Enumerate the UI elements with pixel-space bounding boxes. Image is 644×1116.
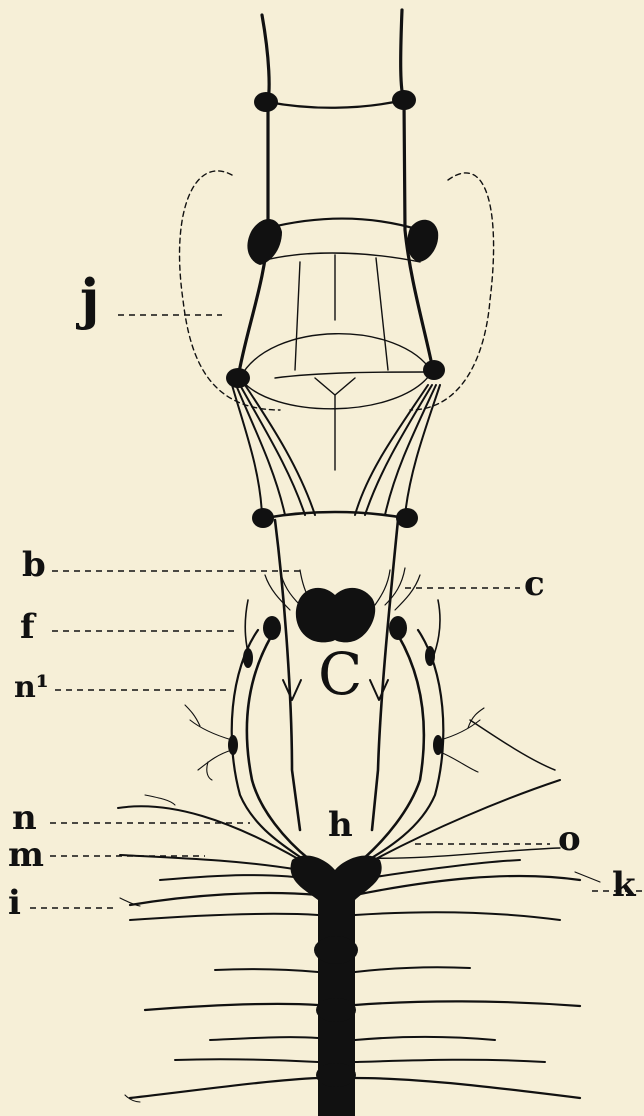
top-commissure bbox=[268, 100, 404, 108]
inner-ellipse bbox=[240, 334, 432, 409]
label-h: h bbox=[328, 808, 353, 842]
label-o: o bbox=[558, 822, 581, 856]
label-b: b bbox=[22, 548, 46, 582]
lower-right-ganglion bbox=[396, 508, 418, 528]
label-m: m bbox=[8, 838, 44, 872]
label-c: c bbox=[524, 567, 545, 601]
second-commissure bbox=[268, 218, 420, 230]
inner-plate-top bbox=[258, 253, 420, 262]
top-right-ganglion bbox=[392, 90, 416, 110]
right-ganglion-cluster bbox=[407, 220, 438, 262]
brain-mass-c bbox=[296, 588, 375, 643]
left-lateral-ganglion bbox=[226, 368, 250, 388]
branch-i bbox=[130, 893, 318, 905]
left-upper-trunk bbox=[238, 15, 269, 378]
label-n1: n¹ bbox=[14, 673, 49, 703]
lower-commissure bbox=[265, 512, 405, 518]
label-k: k bbox=[612, 868, 636, 902]
right-lateral-ganglion bbox=[423, 360, 445, 380]
lateral-nerve-n bbox=[118, 806, 300, 860]
ganglion-f bbox=[263, 616, 281, 640]
right-dashed-outline bbox=[410, 173, 494, 410]
top-left-ganglion bbox=[254, 92, 278, 112]
right-upper-trunk bbox=[401, 10, 433, 370]
label-i: i bbox=[8, 886, 21, 920]
left-long-trunk bbox=[275, 520, 300, 830]
label-j: j bbox=[80, 272, 100, 326]
branch-k bbox=[355, 876, 580, 895]
label-C: C bbox=[318, 645, 362, 703]
label-f: f bbox=[20, 610, 35, 644]
ganglion-right-f bbox=[389, 616, 407, 640]
lateral-nerve-m bbox=[120, 855, 300, 870]
label-n: n bbox=[12, 801, 37, 835]
ganglion-n1 bbox=[228, 735, 238, 755]
right-long-trunk bbox=[372, 520, 398, 830]
lower-left-ganglion bbox=[252, 508, 274, 528]
right-bundle bbox=[405, 385, 440, 515]
